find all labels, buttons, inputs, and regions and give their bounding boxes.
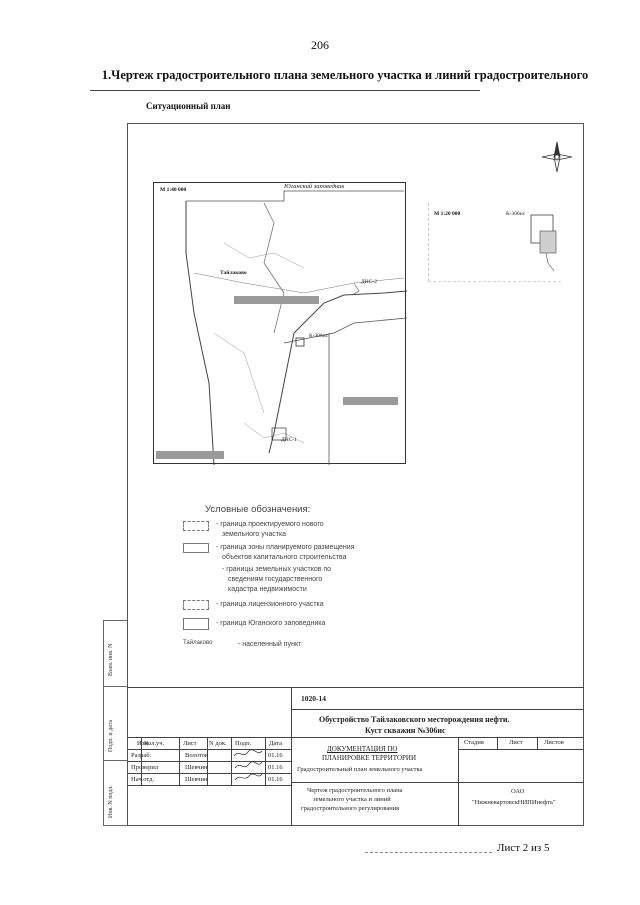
- sheets-header: Листов: [544, 739, 564, 746]
- legend-item: - границы земельных участков по сведения…: [222, 566, 332, 593]
- situational-map: М 1:40 000 Юганский заповедник Тайлаково…: [153, 182, 407, 465]
- title-block: 1020-14 Обустройство Тайлаковского место…: [127, 687, 584, 826]
- sheet-header: Лист: [509, 739, 523, 746]
- column-header: Изм.: [137, 740, 150, 747]
- legend-symbol-reserve: [183, 618, 209, 630]
- signature-marks: [233, 749, 263, 781]
- well-pad-label: К-306ис: [309, 333, 329, 339]
- signoff-role: Разраб.: [131, 752, 152, 759]
- documentation-title-2: ПЛАНИРОВКЕ ТЕРРИТОРИИ: [322, 754, 417, 762]
- legend-symbol-zone: [183, 543, 209, 553]
- stage-header: Стадия: [464, 739, 484, 746]
- drawing-title-line-1: Чертеж градостроительного плана: [307, 787, 403, 794]
- project-code: 1020-14: [301, 694, 326, 703]
- legend-item: - населенный пункт: [238, 641, 302, 648]
- column-header: Кол.уч.: [144, 740, 165, 747]
- side-strip-divider: [103, 760, 127, 761]
- legend-item: - граница проектируемого нового земельно…: [216, 521, 324, 538]
- reserve-label: Юганский заповедник: [284, 183, 345, 190]
- organization-line-2: "НижневартовскНИПИнефть": [472, 799, 556, 806]
- signoff-name: Волотов: [185, 752, 208, 759]
- legend-item: - граница зоны планируемого размещения о…: [216, 544, 355, 561]
- legend-symbol-new-plot: [183, 521, 209, 531]
- redacted-block: [156, 451, 224, 459]
- side-stamp-strip: [103, 620, 127, 826]
- legend-item: - граница лицензионного участка: [216, 601, 324, 608]
- heading-underline: [90, 90, 480, 91]
- inset-map: М 1:20 000 К-306ис: [428, 201, 562, 282]
- page-number: 206: [311, 38, 329, 52]
- column-header: Подп.: [235, 740, 252, 747]
- project-title-line-2: Куст скважин №306ис: [365, 726, 446, 735]
- footer-rule: [365, 852, 492, 853]
- legend-title: Условные обозначения:: [205, 504, 311, 515]
- inset-map-scale: М 1:20 000: [434, 211, 461, 217]
- signoff-date: 01.16: [268, 752, 283, 759]
- compass-rose-icon: [541, 141, 573, 173]
- inset-well-pad-label: К-306ис: [506, 211, 526, 217]
- organization-line-1: ОАО: [511, 788, 525, 795]
- signoff-date: 01.16: [268, 776, 283, 783]
- redacted-block: [343, 397, 398, 405]
- legend-item: - граница Юганского заповедника: [216, 620, 326, 627]
- drawing-sheet-frame: [127, 123, 584, 826]
- signoff-role: Проверил: [131, 764, 159, 771]
- sheet-footer: Лист 2 из 5: [497, 842, 550, 854]
- main-map-scale: М 1:40 000: [160, 187, 187, 193]
- inset-linework: [428, 203, 562, 282]
- side-strip-divider: [103, 686, 127, 687]
- side-strip-label: Подп. и дата: [108, 719, 114, 752]
- facility-label: ДНС-1: [281, 437, 297, 443]
- legend-symbol-license: [183, 600, 209, 610]
- drawing-title-line-3: градостроительного регулирования: [301, 805, 400, 812]
- side-strip-label: Инв. N подл.: [108, 785, 114, 818]
- redacted-block: [234, 296, 319, 304]
- column-header: N док.: [209, 740, 227, 747]
- facility-label: ДНС-2: [361, 279, 377, 285]
- column-header: Лист: [183, 740, 197, 747]
- signoff-date: 01.16: [268, 764, 283, 771]
- drawing-title-line-2: земельного участка и линий: [313, 796, 391, 803]
- signoff-name: Шевчин: [185, 776, 208, 783]
- map-linework: [185, 190, 407, 465]
- section-label: Ситуационный план: [146, 101, 231, 111]
- settlement-label: Тайлаково: [220, 270, 247, 276]
- signoff-role: Нач.отд.: [131, 776, 155, 783]
- document-heading: 1.Чертеж градостроительного плана земель…: [101, 68, 589, 82]
- documentation-title-1: ДОКУМЕНТАЦИЯ ПО: [327, 745, 398, 753]
- settlement-symbol-label: Тайлаково: [183, 640, 213, 646]
- signoff-name: Шевчин: [185, 764, 208, 771]
- legend-symbol-settlement: Тайлаково: [183, 638, 212, 648]
- project-title-line-1: Обустройство Тайлаковского месторождения…: [319, 715, 510, 724]
- documentation-subtitle: Градостроительный план земельного участк…: [297, 766, 423, 773]
- side-strip-label: Взам. инв. N: [108, 643, 114, 676]
- column-header: Дата: [269, 740, 282, 747]
